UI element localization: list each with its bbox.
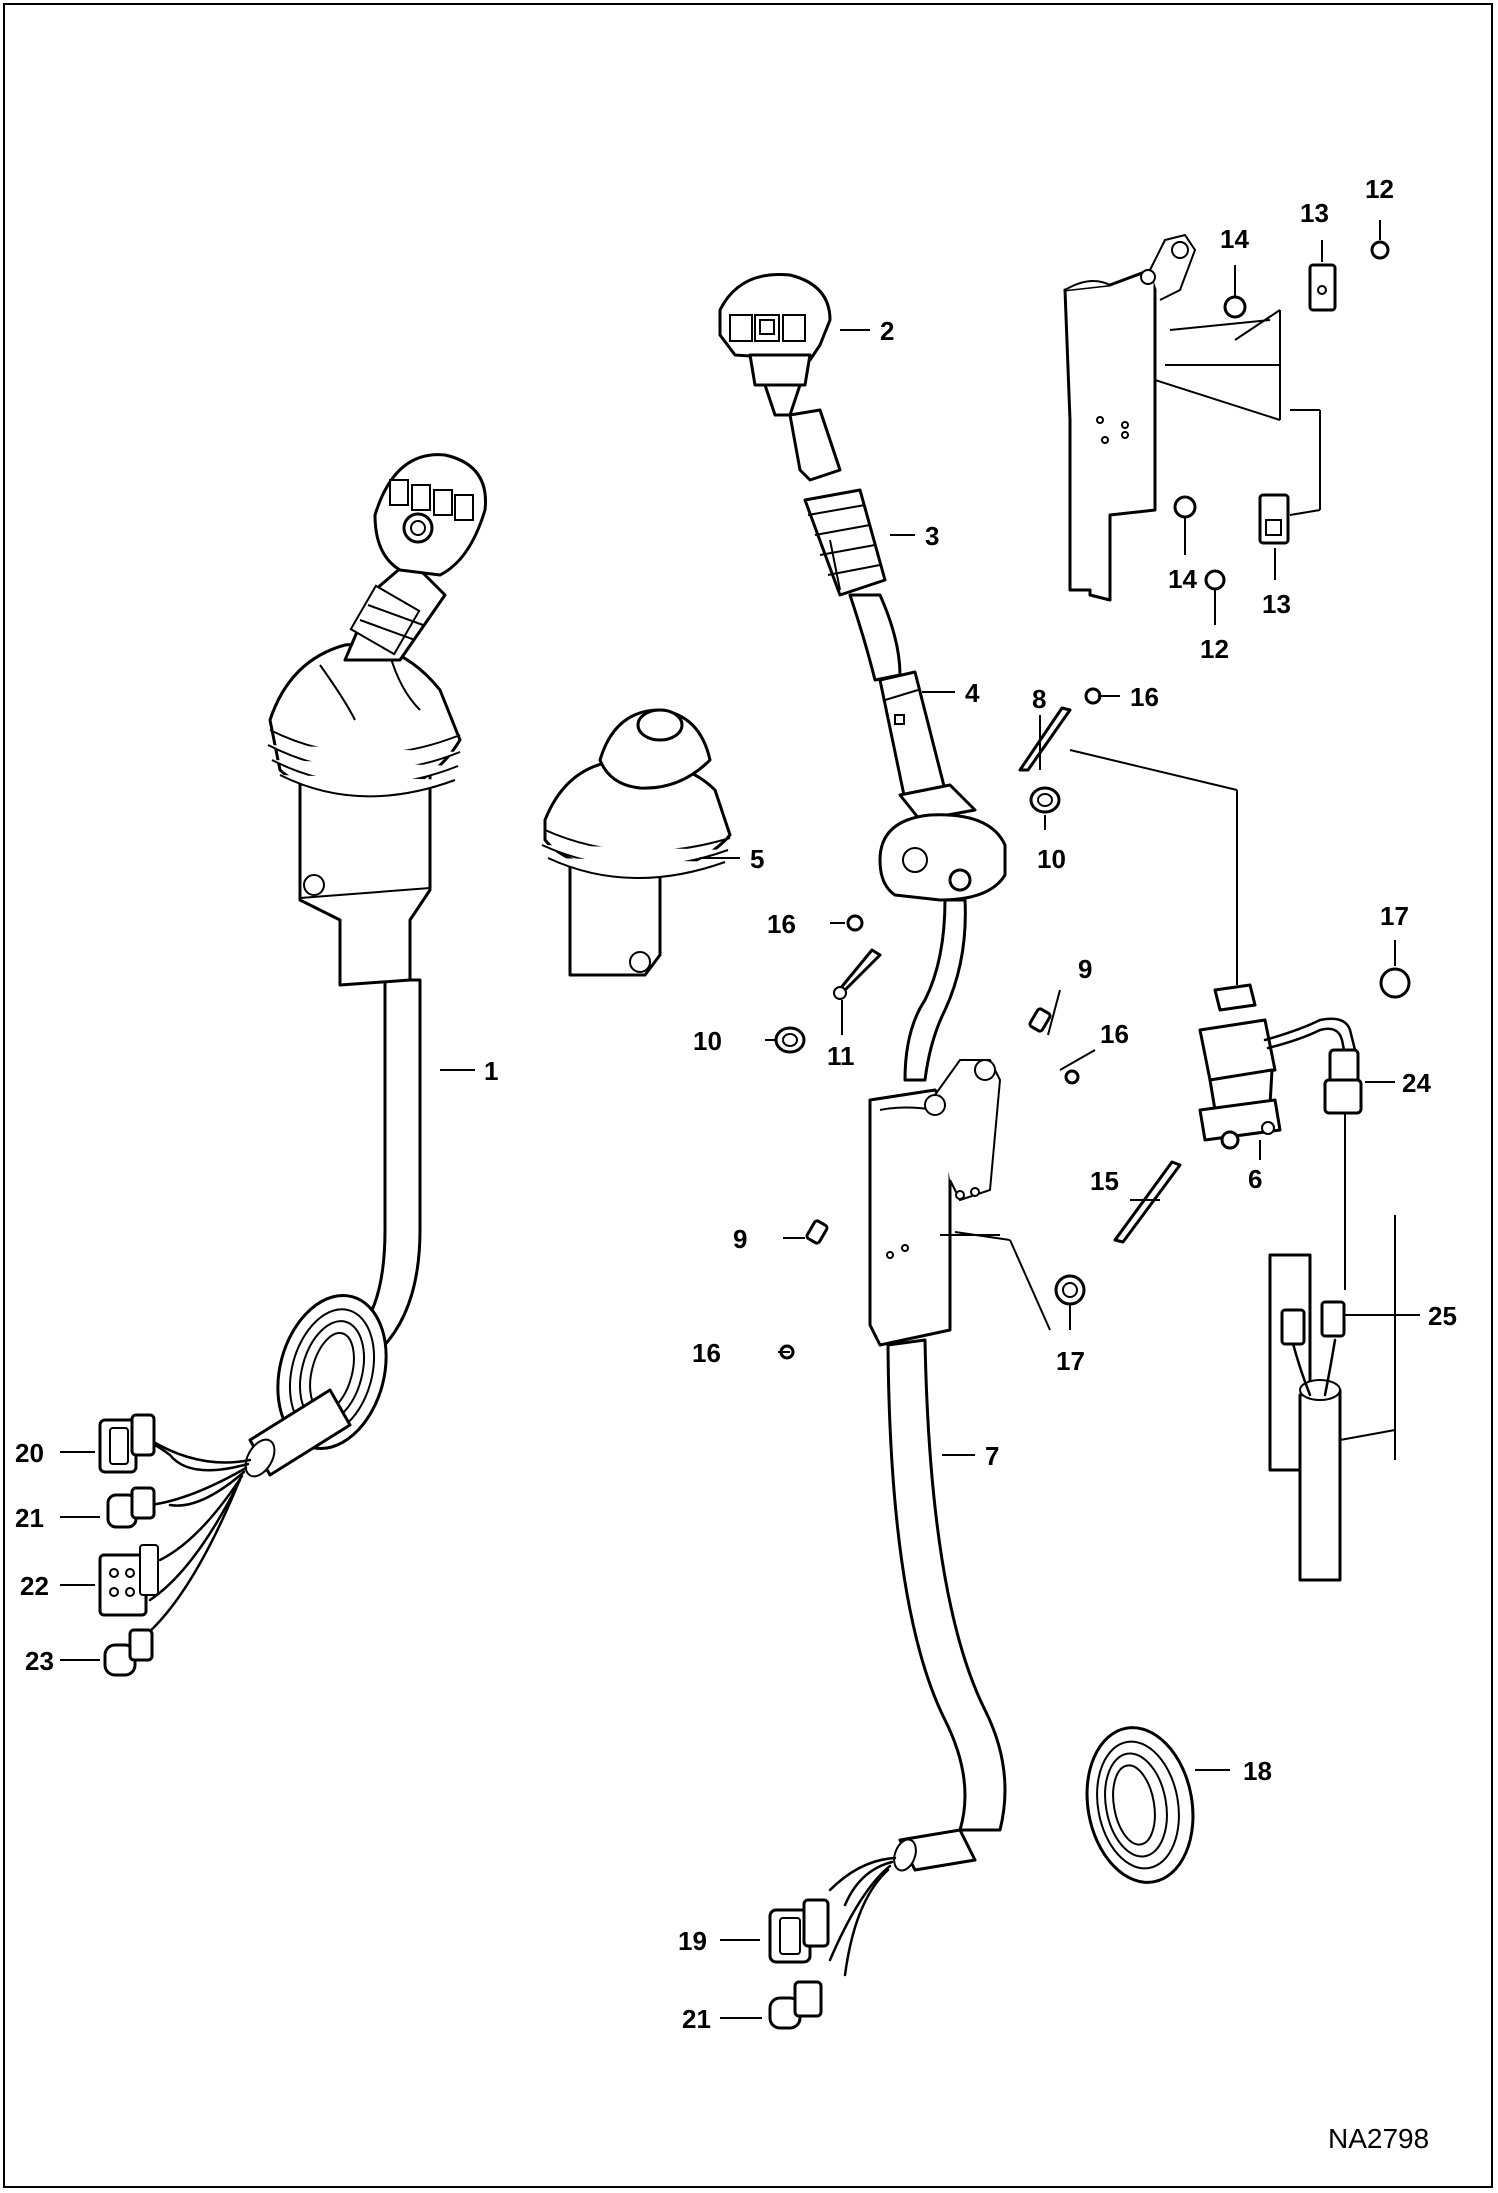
callout-7: 7 bbox=[985, 1441, 999, 1471]
callout-16-c: 16 bbox=[1100, 1019, 1129, 1049]
boot-5 bbox=[541, 708, 732, 977]
hardware bbox=[774, 687, 1411, 1360]
callout-3: 3 bbox=[925, 521, 939, 551]
callout-6: 6 bbox=[1248, 1164, 1262, 1194]
callout-13-lower: 13 bbox=[1262, 589, 1291, 619]
connector-21-left bbox=[106, 1486, 156, 1529]
callout-17-lower: 17 bbox=[1056, 1346, 1085, 1376]
callout-16-a: 16 bbox=[1130, 682, 1159, 712]
callout-11: 11 bbox=[827, 1041, 855, 1071]
callout-15: 15 bbox=[1090, 1166, 1119, 1196]
connector-24 bbox=[1323, 1048, 1363, 1115]
callout-24: 24 bbox=[1402, 1068, 1431, 1098]
callout-21-center: 21 bbox=[682, 2004, 711, 2034]
callout-13-upper: 13 bbox=[1300, 198, 1329, 228]
callout-20: 20 bbox=[15, 1438, 44, 1468]
callout-labels: 1 2 3 4 5 6 7 8 9 9 10 10 11 12 12 13 13… bbox=[15, 174, 1457, 2154]
callout-4: 4 bbox=[965, 678, 980, 708]
callout-25: 25 bbox=[1428, 1301, 1457, 1331]
callout-16-d: 16 bbox=[692, 1338, 721, 1368]
left-joystick-assembly bbox=[98, 453, 487, 1677]
center-joystick-assembly bbox=[718, 272, 1007, 2030]
connector-21-center bbox=[768, 1980, 823, 2030]
boot-section-3 bbox=[803, 488, 887, 597]
callout-23: 23 bbox=[25, 1646, 54, 1676]
callout-22: 22 bbox=[20, 1571, 49, 1601]
callout-12-lower: 12 bbox=[1200, 634, 1229, 664]
callout-9-lower: 9 bbox=[733, 1224, 747, 1254]
callout-10-lower: 10 bbox=[693, 1026, 722, 1056]
callout-17-upper: 17 bbox=[1380, 901, 1409, 931]
callout-2: 2 bbox=[880, 316, 894, 346]
callout-19: 19 bbox=[678, 1926, 707, 1956]
upper-bracket bbox=[1063, 233, 1390, 602]
callout-1: 1 bbox=[484, 1056, 498, 1086]
callout-21-left: 21 bbox=[15, 1503, 44, 1533]
callout-9-upper: 9 bbox=[1078, 954, 1092, 984]
connector-23 bbox=[103, 1628, 154, 1677]
switch-6-assembly bbox=[1198, 983, 1396, 1582]
grommet-18 bbox=[1085, 1726, 1195, 1884]
callout-14-upper: 14 bbox=[1220, 224, 1249, 254]
connector-19 bbox=[768, 1898, 830, 1964]
callout-10-upper: 10 bbox=[1037, 844, 1066, 874]
callout-14-lower: 14 bbox=[1168, 564, 1197, 594]
connector-22 bbox=[98, 1544, 159, 1617]
figure-code: NA2798 bbox=[1328, 2123, 1429, 2154]
callout-5: 5 bbox=[750, 844, 764, 874]
connector-20 bbox=[98, 1413, 156, 1474]
leader-lines bbox=[60, 220, 1420, 2019]
callout-18: 18 bbox=[1243, 1756, 1272, 1786]
grip-head-2 bbox=[718, 272, 832, 417]
callout-8: 8 bbox=[1032, 684, 1046, 714]
callout-16-b: 16 bbox=[767, 909, 796, 939]
callout-12-upper: 12 bbox=[1365, 174, 1394, 204]
